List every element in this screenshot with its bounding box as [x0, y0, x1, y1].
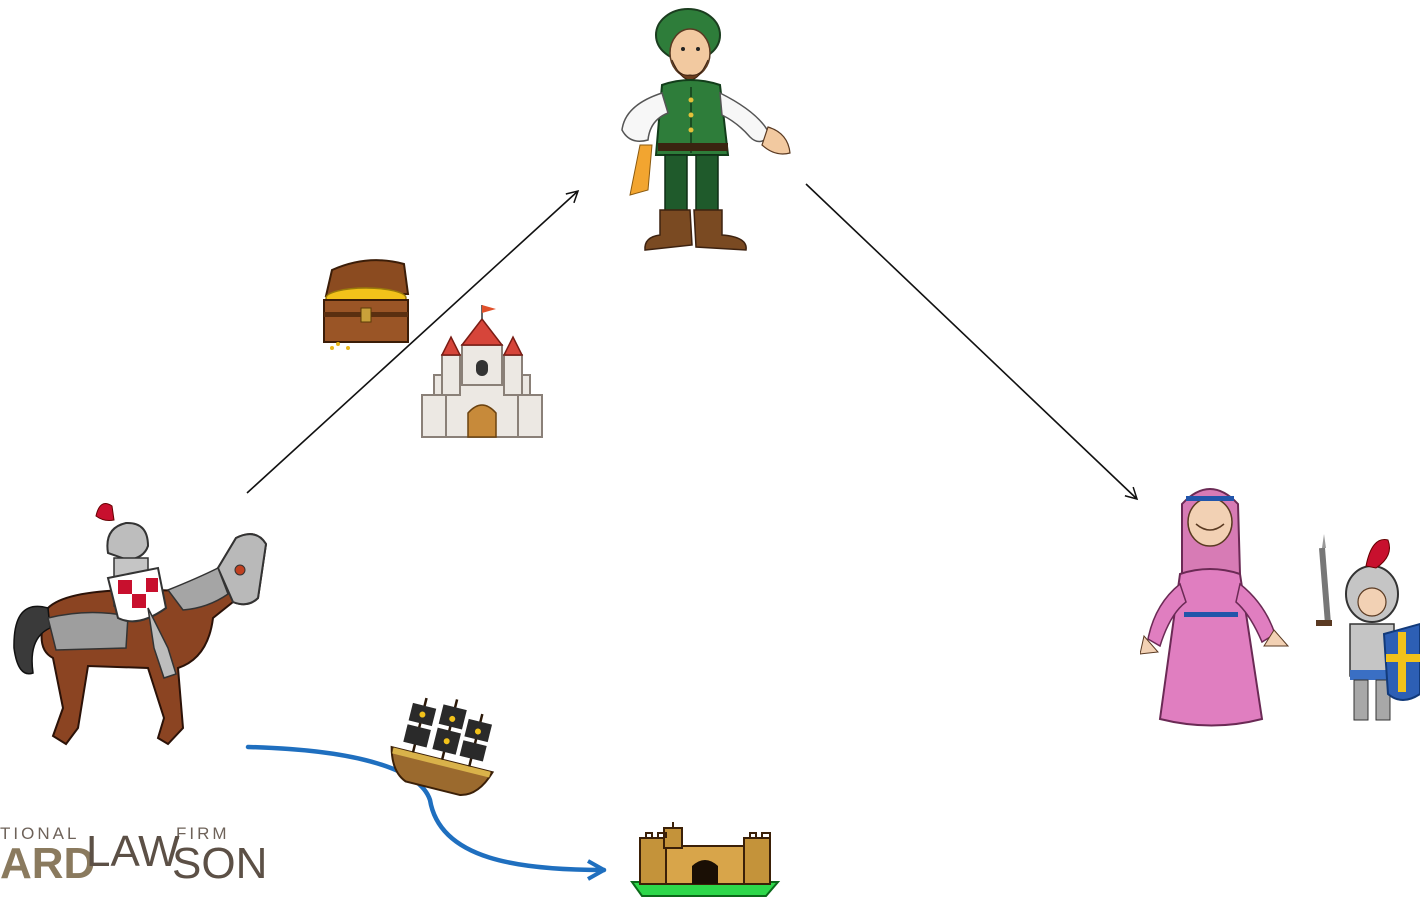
ship-icon [390, 697, 495, 797]
logo-firm-text: FIRM [176, 824, 230, 843]
law-firm-logo: TIONAL FIRM ARD LAW SON [0, 822, 290, 898]
logo-national-text: TIONAL [0, 824, 80, 843]
arrow-knight-to-fortress [245, 744, 607, 881]
merchant-figure [621, 8, 791, 251]
castle-icon [421, 305, 543, 438]
fortress-icon [630, 822, 781, 897]
knight-on-horse-figure [13, 503, 268, 746]
arrow-merchant-to-lady [805, 183, 1139, 501]
treasure-chest-icon [323, 259, 410, 350]
arrow-knight-to-merchant [246, 189, 580, 494]
logo-law-text: LAW [86, 827, 180, 876]
logo-son-text: SON [172, 839, 268, 888]
lady-and-child-knight-figure [1140, 488, 1420, 727]
logo-left-text: ARD [0, 839, 96, 888]
